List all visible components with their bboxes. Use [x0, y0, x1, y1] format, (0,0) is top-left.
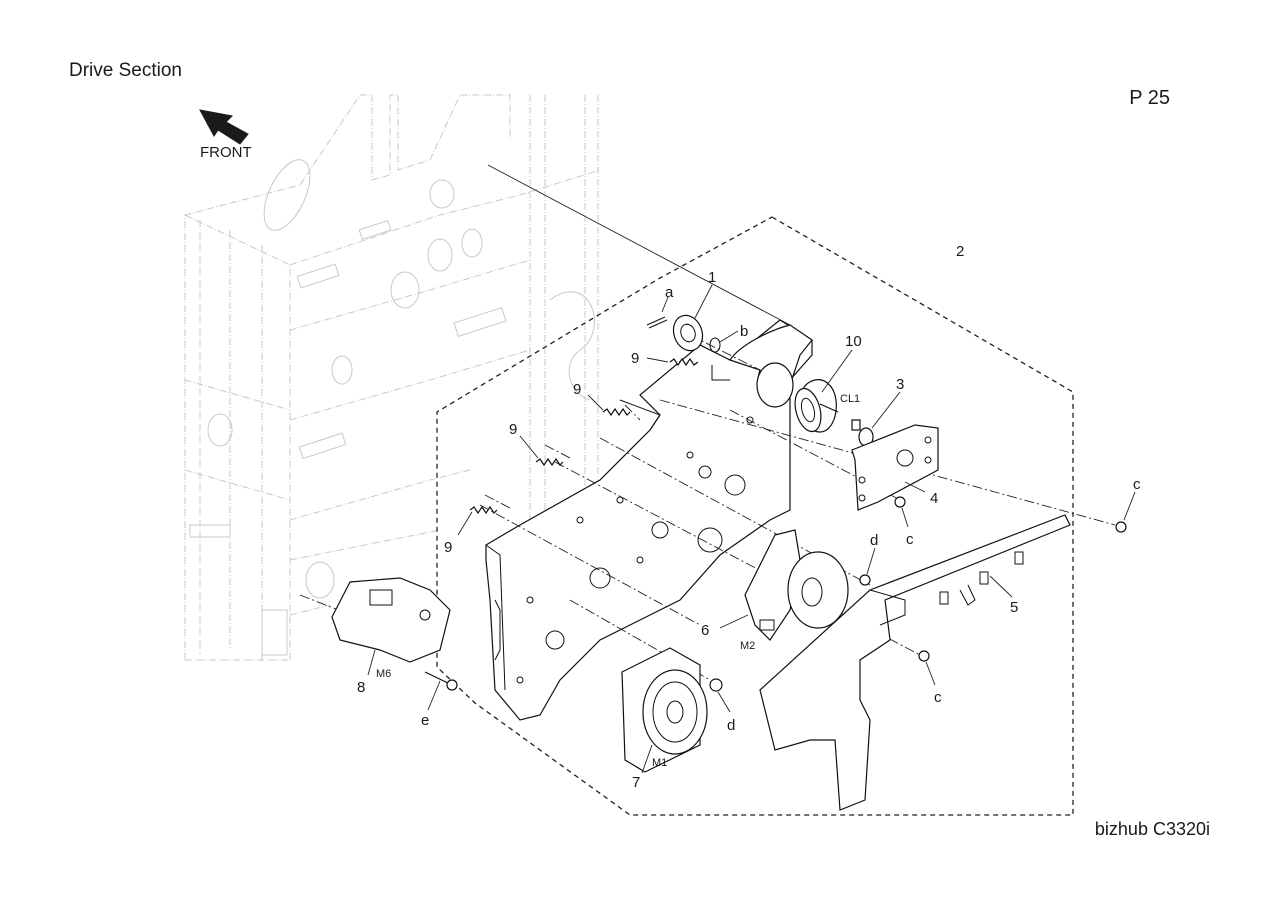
main-frame-line-art: [184, 94, 601, 661]
callout-9: 9: [509, 421, 517, 438]
label-m1: M1: [652, 757, 667, 769]
drive-plate: [485, 319, 813, 721]
part-10-clutch: [794, 349, 861, 433]
callout-3: 3: [896, 376, 904, 393]
label-m2: M2: [740, 640, 755, 652]
callout-9: 9: [631, 350, 639, 367]
part-4-bracket: [851, 424, 939, 511]
part-1-bearing: [672, 284, 713, 352]
page-number: P 25: [1129, 87, 1170, 109]
label-cl1: CL1: [840, 393, 860, 405]
callout-d: d: [727, 717, 735, 734]
callout-8: 8: [357, 679, 365, 696]
screws: [424, 491, 1136, 713]
front-arrow: [199, 109, 249, 145]
part-9-springs: [457, 357, 699, 536]
callout-10: 10: [845, 333, 862, 350]
callout-6: 6: [701, 622, 709, 639]
model-name: bizhub C3320i: [1094, 819, 1210, 839]
assembly-boundary: [436, 216, 1074, 816]
callout-7: 7: [632, 774, 640, 791]
callout-2: 2: [956, 243, 964, 260]
callout-c: c: [1133, 476, 1141, 493]
callout-4: 4: [930, 490, 938, 507]
front-label: FRONT: [200, 144, 252, 161]
callout-c: c: [934, 689, 942, 706]
part-7-motor-m1: [621, 647, 708, 774]
part-5-rail: [759, 514, 1071, 811]
part-b-ring: [709, 330, 739, 353]
label-m6: M6: [376, 668, 391, 680]
callout-9: 9: [444, 539, 452, 556]
part-a-pin: [646, 296, 669, 329]
axis-line: [487, 164, 791, 326]
callout-1: 1: [708, 269, 716, 286]
callout-b: b: [740, 323, 748, 340]
callout-9: 9: [573, 381, 581, 398]
callout-a: a: [665, 284, 674, 301]
part-8-motor-m6: [331, 577, 451, 676]
page-title: Drive Section: [69, 60, 182, 81]
callout-c: c: [906, 531, 914, 548]
part-6-motor-m2: [719, 529, 849, 641]
callout-5: 5: [1010, 599, 1018, 616]
callout-e: e: [421, 712, 429, 729]
callout-d: d: [870, 532, 878, 549]
